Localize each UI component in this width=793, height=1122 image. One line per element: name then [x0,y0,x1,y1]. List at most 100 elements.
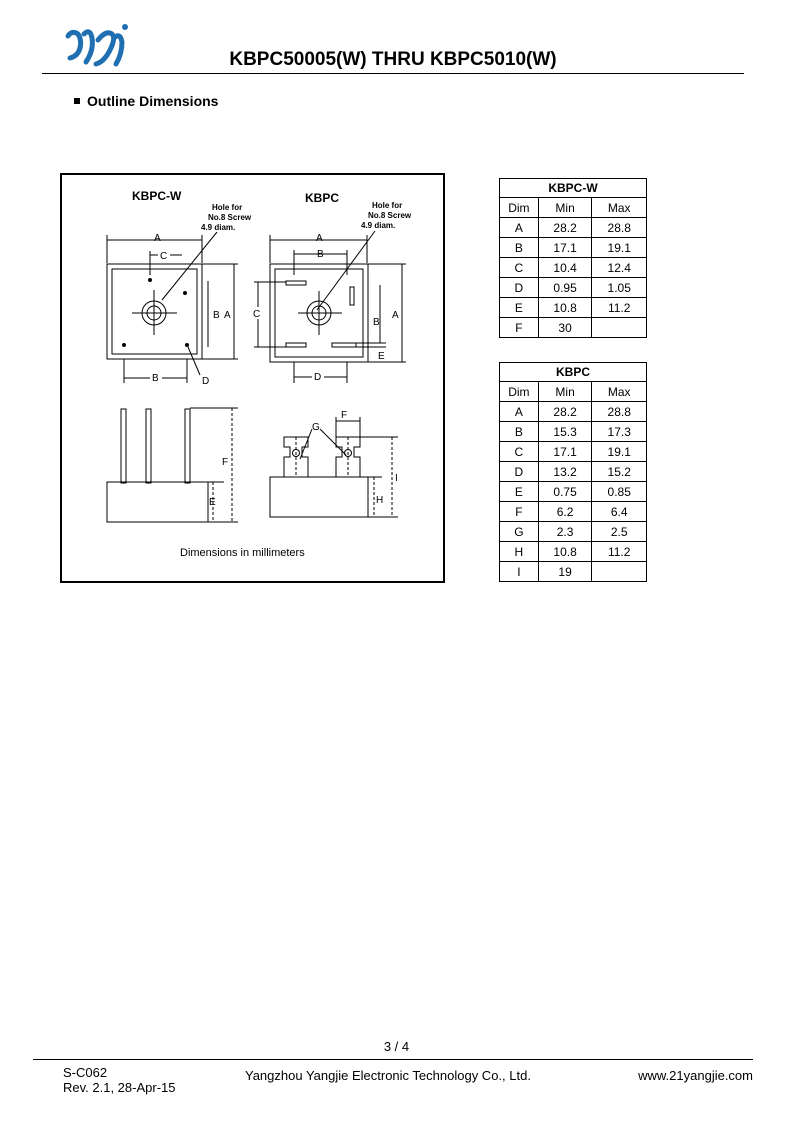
kbpcw-hole-note-3: 4.9 diam. [201,223,235,232]
kbpc-dim-f: F [341,410,347,421]
cell-min: 28.2 [537,401,593,422]
cell-max: 19.1 [591,237,647,258]
kbpcw-hole-note-1: Hole for [212,203,242,212]
cell-dim: C [499,441,539,462]
kbpcw-dim-b: B [152,373,159,384]
document-id: S-C062 Rev. 2.1, 28-Apr-15 [63,1065,175,1095]
cell-min: 28.2 [537,217,593,238]
cell-dim: E [499,481,539,502]
cell-max: 12.4 [591,257,647,278]
page-number: 3 / 4 [383,1039,410,1054]
square-bullet-icon [74,98,80,104]
cell-dim: E [499,297,539,318]
cell-min: 0.75 [537,481,593,502]
cell-min: 0.95 [537,277,593,298]
cell-dim: F [499,501,539,522]
kbpcw-dim-f: F [222,457,228,468]
cell-max: 17.3 [591,421,647,442]
cell-max [591,317,647,338]
kbpc-hole-note-2: No.8 Screw [368,211,412,220]
kbpc-dim-g: G [312,422,320,433]
col-header-dim: Dim [499,197,539,218]
col-header-max: Max [591,197,647,218]
cell-min: 15.3 [537,421,593,442]
cell-min: 10.4 [537,257,593,278]
cell-max: 19.1 [591,441,647,462]
cell-max [591,561,647,582]
cell-max: 0.85 [591,481,647,502]
kbpc-dim-b: B [317,249,324,260]
cell-dim: G [499,521,539,542]
section-title: Outline Dimensions [87,93,219,109]
cell-min: 6.2 [537,501,593,522]
cell-dim: C [499,257,539,278]
cell-min: 2.3 [537,521,593,542]
doc-code: S-C062 [63,1065,108,1080]
cell-dim: F [499,317,539,338]
kbpc-dim-i: I [395,473,398,484]
col-header-min: Min [537,381,593,402]
cell-max: 28.8 [591,217,647,238]
cell-max: 2.5 [591,521,647,542]
cell-min: 30 [537,317,593,338]
cell-dim: B [499,237,539,258]
kbpc-dim-d: D [314,372,321,383]
section-heading: Outline Dimensions [74,93,218,109]
company-name: Yangzhou Yangjie Electronic Technology C… [245,1068,531,1083]
kbpcw-dim-b-vert: B [213,310,220,321]
kbpc-dim-c: C [253,309,260,320]
cell-dim: A [499,401,539,422]
outline-drawing-svg: KBPC-W Hole for No.8 Screw 4.9 diam. A C… [106,189,412,559]
kbpc-table-title: KBPC [499,362,647,382]
col-header-dim: Dim [499,381,539,402]
footer-divider [33,1059,753,1060]
kbpcw-hole-note-2: No.8 Screw [208,213,252,222]
kbpc-label: KBPC [305,191,339,205]
cell-dim: D [499,461,539,482]
kbpcw-label: KBPC-W [132,189,182,203]
page-title: KBPC50005(W) THRU KBPC5010(W) [229,49,557,70]
kbpcw-dim-c: C [160,251,167,262]
drawing-caption: Dimensions in millimeters [180,547,305,559]
cell-dim: B [499,421,539,442]
kbpc-dim-b-vert: B [373,317,380,328]
cell-min: 19 [537,561,593,582]
kbpc-hole-note-3: 4.9 diam. [361,221,395,230]
kbpcw-dim-a-vert: A [224,310,231,321]
cell-min: 13.2 [537,461,593,482]
cell-min: 17.1 [537,441,593,462]
cell-max: 15.2 [591,461,647,482]
kbpc-dim-h: H [376,495,383,506]
cell-dim: H [499,541,539,562]
kbpcw-table-title: KBPC-W [499,178,647,198]
header-divider [42,73,744,74]
table-header-row: Dim Min Max [499,381,647,402]
website-link[interactable]: www.21yangjie.com [638,1068,753,1083]
cell-max: 6.4 [591,501,647,522]
kbpc-dim-a-vert: A [392,310,399,321]
cell-max: 1.05 [591,277,647,298]
kbpc-dim-e: E [378,351,385,362]
kbpcw-dim-d: D [202,376,209,387]
col-header-min: Min [537,197,593,218]
cell-min: 17.1 [537,237,593,258]
cell-max: 11.2 [591,297,647,318]
kbpc-dim-a: A [316,233,323,244]
kbpc-hole-note-1: Hole for [372,201,402,210]
